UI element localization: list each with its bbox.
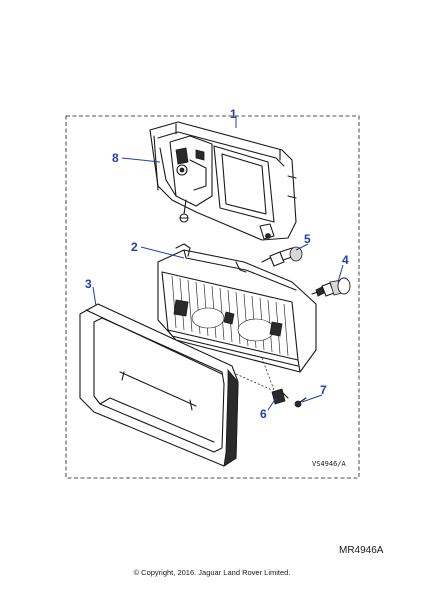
callout-2: 2 <box>131 240 138 254</box>
assembly-guide <box>235 357 275 391</box>
diagram-id: MR4946A <box>339 545 384 556</box>
headlamp-carrier-frame <box>149 121 297 241</box>
callout-3: 3 <box>85 277 92 291</box>
callout-4: 4 <box>342 253 349 267</box>
copyright-notice: © Copyright, 2016. Jaguar Land Rover Lim… <box>133 568 291 577</box>
callout-8: 8 <box>112 151 119 165</box>
headlamp-finisher-bezel <box>79 303 239 467</box>
headlamp-bulb <box>311 277 351 297</box>
retaining-clip <box>271 388 289 405</box>
callout-5: 5 <box>304 232 311 246</box>
callout-leaders <box>92 116 344 411</box>
sidelight-bulb <box>261 246 303 267</box>
callout-7: 7 <box>320 383 327 397</box>
headlamp-unit <box>157 243 317 373</box>
callout-6: 6 <box>260 407 267 421</box>
callout-1: 1 <box>230 107 237 121</box>
assembly-boundary <box>65 115 360 479</box>
fixing-screw <box>294 397 307 408</box>
drawing-reference: VS4946/A <box>312 460 347 468</box>
